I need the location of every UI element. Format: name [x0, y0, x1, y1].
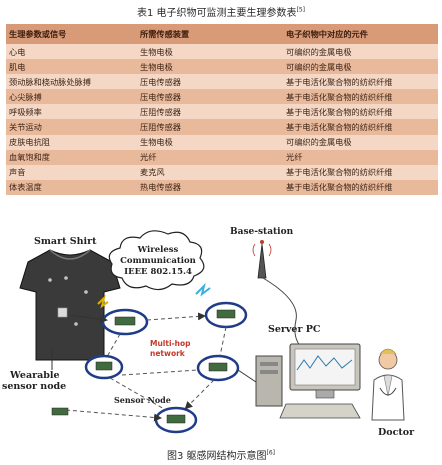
server-pc-icon: [255, 343, 361, 419]
table-row: 肌电生物电极可编织的金属电极: [6, 59, 438, 75]
wireless-text-line1: Wireless: [137, 245, 179, 255]
table-row: 皮肤电抗阻生物电极可编织的金属电极: [6, 134, 438, 150]
server-pc-label: Server PC: [268, 324, 321, 335]
cell-element: 光纤: [283, 149, 438, 165]
table-row: 呼吸频率压阻传感器基于电活化聚合物的纺织纤维: [6, 104, 438, 120]
cell-parameter: 皮肤电抗阻: [6, 134, 137, 150]
cell-sensor: 压阻传感器: [137, 119, 283, 135]
table-header-row: 生理参数或信号 所需传感装置 电子织物中对应的元件: [6, 24, 438, 44]
cell-parameter: 声音: [6, 164, 137, 180]
cell-sensor: 麦克风: [137, 164, 283, 180]
cell-element: 可编织的金属电极: [283, 44, 438, 60]
cell-element: 基于电活化聚合物的纺织纤维: [283, 164, 438, 180]
cell-element: 基于电活化聚合物的纺织纤维: [283, 104, 438, 120]
cell-parameter: 心尖脉搏: [6, 89, 137, 105]
table-caption-ref: [5]: [296, 6, 306, 14]
table-caption: 表1 电子织物可监测主要生理参数表[5]: [0, 4, 442, 19]
header-parameter: 生理参数或信号: [6, 24, 137, 44]
smart-shirt-icon: [19, 249, 121, 361]
table-row: 声音麦克风基于电活化聚合物的纺织纤维: [6, 164, 438, 180]
cell-sensor: 生物电极: [137, 44, 283, 60]
antenna-icon: [252, 240, 272, 279]
wireless-lightning-icon: [97, 294, 109, 309]
wireless-cloud-icon: [108, 230, 205, 291]
multihop-label-line1: Multi-hop: [150, 339, 191, 348]
multihop-label-line2: network: [150, 349, 186, 358]
multi-hop-links: [65, 312, 227, 422]
cell-element: 可编织的金属电极: [283, 59, 438, 75]
sensor-node-ellipse: [154, 406, 198, 434]
table-row: 体表温度热电传感器基于电活化聚合物的纺织纤维: [6, 179, 438, 195]
cell-sensor: 压电传感器: [137, 74, 283, 90]
table-row: 关节运动压阻传感器基于电活化聚合物的纺织纤维: [6, 119, 438, 135]
cell-sensor: 生物电极: [137, 134, 283, 150]
table-row: 血氧饱和度光纤光纤: [6, 149, 438, 165]
wearable-label-line2: sensor node: [2, 381, 66, 392]
cell-parameter: 心电: [6, 44, 137, 60]
table-row: 心电生物电极可编织的金属电极: [6, 44, 438, 60]
physiological-parameters-table: 生理参数或信号 所需传感装置 电子织物中对应的元件 心电生物电极可编织的金属电极…: [6, 24, 438, 195]
wireless-signal-icon: [195, 282, 211, 297]
cell-sensor: 压电传感器: [137, 89, 283, 105]
cell-element: 基于电活化聚合物的纺织纤维: [283, 119, 438, 135]
sensor-node-ellipse: [84, 354, 124, 380]
base-station-label: Base-station: [230, 227, 294, 237]
wireless-text-line3: IEEE 802.15.4: [124, 267, 192, 277]
sensor-node-ellipse: [204, 301, 248, 329]
body-sensor-network-diagram: Smart Shirt Wearable sensor node Wireles…: [2, 227, 415, 438]
cell-element: 基于电活化聚合物的纺织纤维: [283, 179, 438, 195]
table-caption-text: 表1 电子织物可监测主要生理参数表: [136, 8, 297, 19]
cell-sensor: 光纤: [137, 149, 283, 165]
cell-parameter: 血氧饱和度: [6, 149, 137, 165]
table-row: 心尖脉搏压电传感器基于电活化聚合物的纺织纤维: [6, 89, 438, 105]
header-element: 电子织物中对应的元件: [283, 24, 438, 44]
figure-caption-text: 图3 躯感网结构示意图: [166, 451, 267, 462]
doctor-label: Doctor: [378, 427, 415, 438]
cell-sensor: 热电传感器: [137, 179, 283, 195]
header-sensor: 所需传感装置: [137, 24, 283, 44]
sensor-node-ellipse: [101, 308, 149, 336]
wireless-text-line2: Communication: [120, 256, 196, 266]
cell-parameter: 关节运动: [6, 119, 137, 135]
wearable-node-chip: [57, 307, 68, 318]
smart-shirt-label: Smart Shirt: [34, 236, 97, 247]
cell-parameter: 呼吸频率: [6, 104, 137, 120]
cell-parameter: 肌电: [6, 59, 137, 75]
cell-sensor: 生物电极: [137, 59, 283, 75]
figure-caption: 图3 躯感网结构示意图[6]: [0, 447, 442, 462]
cell-element: 基于电活化聚合物的纺织纤维: [283, 89, 438, 105]
cell-sensor: 压阻传感器: [137, 104, 283, 120]
sensor-node-board: [51, 407, 69, 416]
table-row: 颈动脉和桡动脉处脉搏压电传感器基于电活化聚合物的纺织纤维: [6, 74, 438, 90]
cell-parameter: 体表温度: [6, 179, 137, 195]
cell-element: 可编织的金属电极: [283, 134, 438, 150]
cell-element: 基于电活化聚合物的纺织纤维: [283, 74, 438, 90]
sensor-node-label: Sensor Node: [114, 395, 171, 405]
cell-parameter: 颈动脉和桡动脉处脉搏: [6, 74, 137, 90]
figure-caption-ref: [6]: [266, 449, 276, 457]
sensor-node-ellipse: [196, 354, 240, 382]
wearable-label-line1: Wearable: [9, 370, 60, 381]
doctor-icon: [371, 348, 405, 421]
